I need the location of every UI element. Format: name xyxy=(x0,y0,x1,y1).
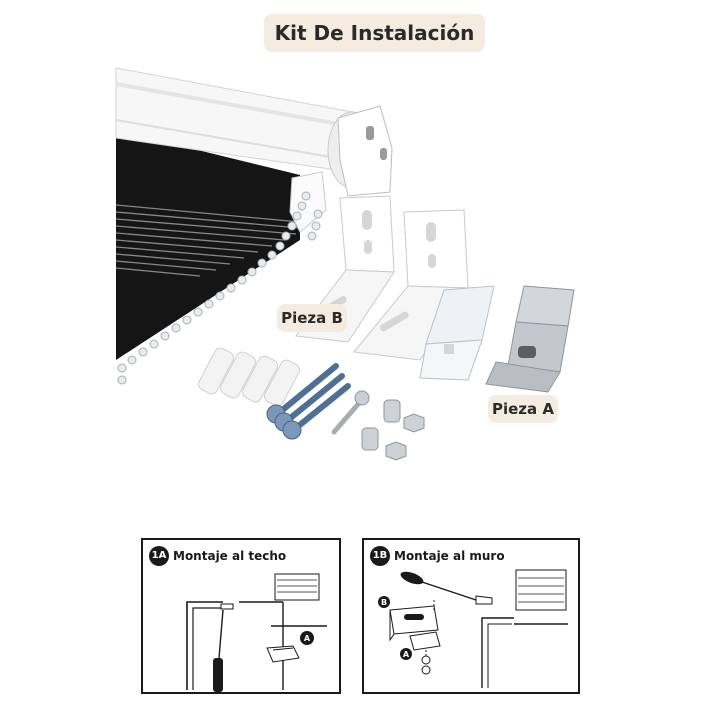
diagram-1a-title: Montaje al techo xyxy=(173,549,287,563)
chain-clutch xyxy=(289,171,327,233)
bolts-and-nuts xyxy=(361,399,425,461)
short-screw xyxy=(331,390,370,435)
diagram-1b-title: Montaje al muro xyxy=(394,549,505,563)
marker-a-1a: A xyxy=(304,634,311,643)
diagram-1a-header: 1A Montaje al techo xyxy=(149,546,286,566)
diagram-wall-mount: B A 1B Montaje al muro xyxy=(362,538,580,694)
diagram-1b-header: 1B Montaje al muro xyxy=(370,546,505,566)
bead-chain xyxy=(117,191,323,385)
wall-plugs xyxy=(197,347,301,407)
wall-mount-drawing: B A xyxy=(378,569,568,688)
piece-b-label: Pieza B xyxy=(277,304,347,332)
roller-blind-fabric xyxy=(115,130,301,360)
piece-a-label: Pieza A xyxy=(488,395,558,423)
diagram-ceiling-mount: A 1A Montaje al techo xyxy=(141,538,341,694)
marker-b-1b: B xyxy=(381,598,387,607)
metal-clip xyxy=(485,285,575,393)
marker-a-1b: A xyxy=(403,650,410,659)
clear-clip xyxy=(419,285,495,381)
kit-title: Kit De Instalación xyxy=(264,14,485,52)
long-screws xyxy=(277,363,351,431)
diagram-1a-badge: 1A xyxy=(149,546,169,566)
end-bracket xyxy=(337,105,393,197)
diagram-1b-badge: 1B xyxy=(370,546,390,566)
ceiling-mount-drawing: A xyxy=(186,573,327,692)
